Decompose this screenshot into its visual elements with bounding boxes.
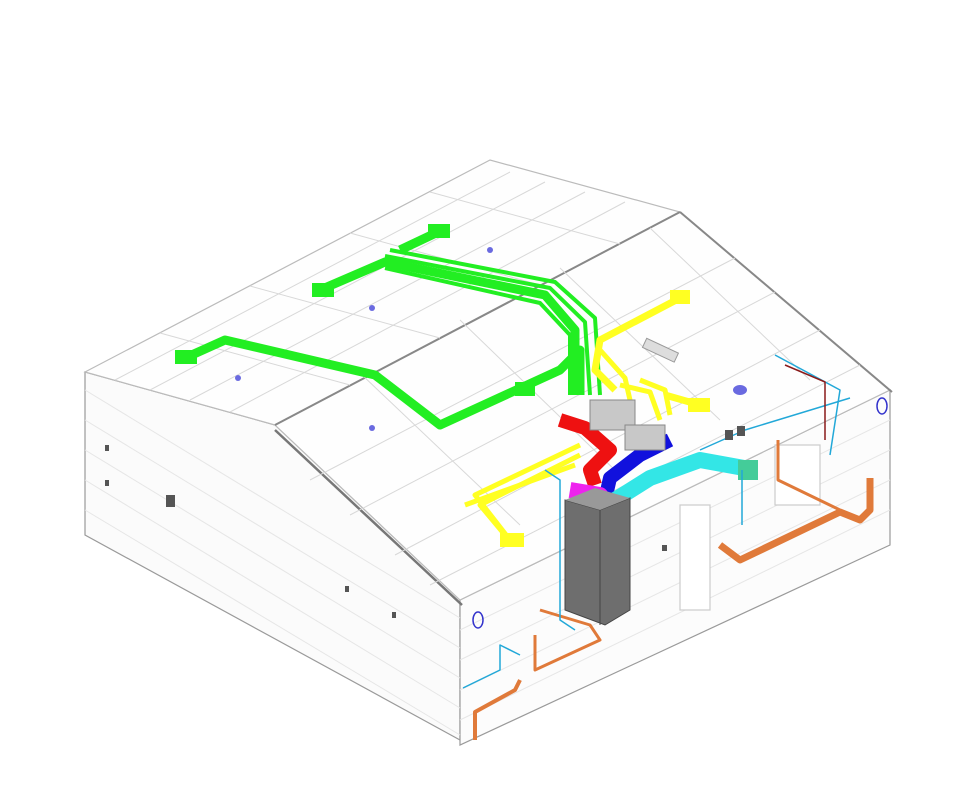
- devices: [235, 247, 888, 629]
- fan-icon: [876, 397, 888, 415]
- house-structure: [83, 159, 893, 746]
- window: [774, 444, 821, 506]
- wall-siding: [84, 389, 891, 736]
- fresh-air-box: [738, 460, 758, 480]
- wall-outlets: [105, 426, 745, 618]
- cyan-fresh-air-duct: [610, 452, 757, 507]
- door: [679, 504, 711, 611]
- yellow-supply-ducts: [464, 290, 710, 547]
- air-handler-unit: [564, 488, 631, 626]
- eave-line: [274, 429, 463, 606]
- linear-diffuser: [641, 337, 680, 363]
- fan-icon: [472, 611, 484, 629]
- plenum-box-2: [624, 424, 666, 451]
- ridge-line: [274, 211, 681, 426]
- red-exhaust-duct: [557, 413, 617, 488]
- eave-line-right: [679, 211, 893, 393]
